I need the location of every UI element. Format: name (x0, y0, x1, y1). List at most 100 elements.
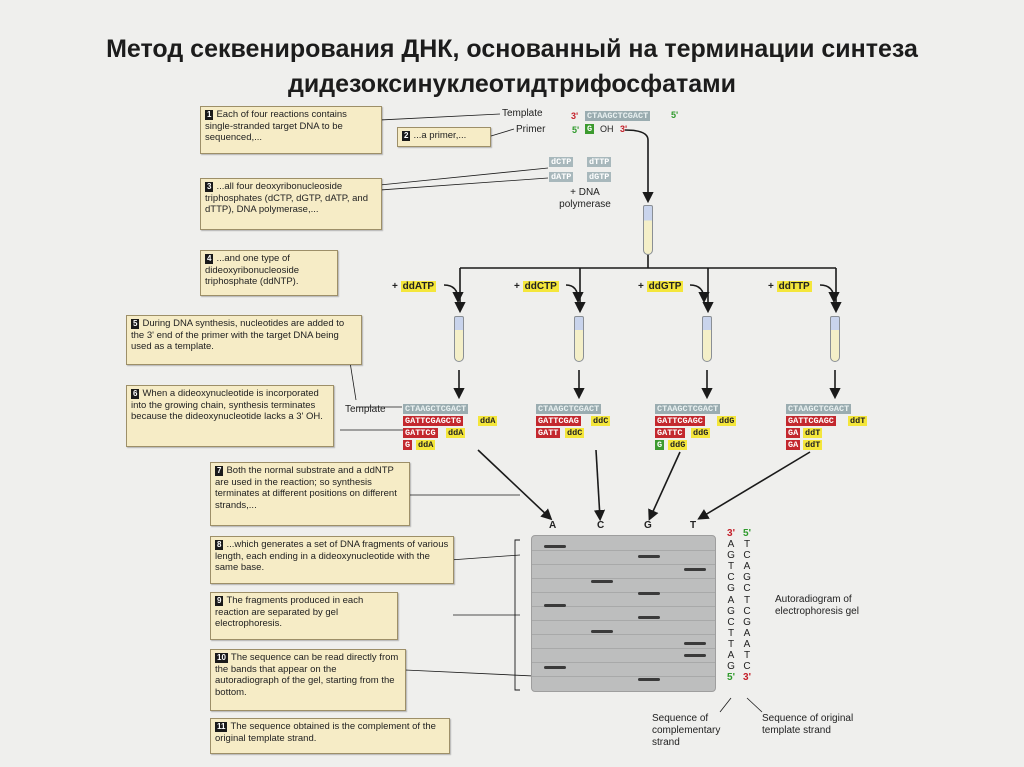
reaction-tube-c (574, 316, 584, 362)
step-number: 7 (215, 466, 224, 476)
datp-label: dATP (549, 172, 574, 182)
step-number: 4 (205, 254, 214, 264)
gel-band (544, 604, 566, 607)
ddgtp-text: ddGTP (646, 281, 684, 292)
autoradiogram-caption: Autoradiogram of electrophoresis gel (775, 594, 859, 617)
gel-lane-line (532, 606, 715, 607)
lane-label-t: T (690, 520, 697, 531)
step-box-3: 3...all four deoxyribonucleoside triphos… (200, 178, 382, 230)
dctp-label: dCTP (549, 157, 574, 167)
autoradiogram-gel (531, 535, 716, 692)
sequence-base: G (743, 572, 751, 584)
ddttp-plus: + (768, 281, 774, 292)
product-template-strand: CTAAGCTCGACT (655, 404, 721, 414)
step-number: 5 (131, 319, 140, 329)
product-terminator: ddA (446, 428, 466, 438)
step-number: 8 (215, 540, 224, 550)
primer-sequence: G (585, 124, 595, 134)
product-strand: GATTCGAGCTG (403, 416, 464, 426)
sequence-base: T (727, 627, 735, 639)
gel-band (591, 580, 613, 583)
sequence-base: 5' (727, 672, 735, 684)
product-strand: GA (786, 440, 801, 450)
step-number: 3 (205, 182, 214, 192)
sequence-base: C (727, 572, 735, 584)
template-3-prime: 3' (571, 111, 579, 121)
step-text: Each of four reactions contains single-s… (205, 109, 347, 143)
product-template-strand: CTAAGCTCGACT (786, 404, 852, 414)
sequence-base: 5' (743, 528, 751, 539)
product-terminator: ddT (848, 416, 868, 426)
reaction-tube-a (454, 316, 464, 362)
step-number: 11 (215, 722, 228, 732)
sequence-base: C (743, 661, 751, 673)
primer-5-prime: 5' (572, 125, 580, 135)
title-line-1: Метод секвенирования ДНК, основанный на … (106, 35, 918, 63)
gel-band (684, 568, 706, 571)
master-reaction-tube (643, 205, 653, 255)
sequence-base: T (743, 594, 751, 606)
step-box-8: 8...which generates a set of DNA fragmen… (210, 536, 454, 584)
sequence-base: G (727, 605, 735, 617)
sequence-base: A (727, 539, 735, 551)
primer-label: Primer (516, 124, 546, 135)
primer-oh: OH (600, 124, 614, 134)
step-number: 2 (402, 131, 411, 141)
ddttp-text: ddTTP (776, 281, 812, 292)
product-terminator: ddT (803, 440, 823, 450)
product-terminator: ddA (478, 416, 498, 426)
step-number: 10 (215, 653, 228, 663)
product-strand: GA (786, 428, 801, 438)
gel-band (638, 616, 660, 619)
product-template-strand: CTAAGCTCGACT (403, 404, 469, 414)
lane-label-c: C (597, 520, 605, 531)
reaction-tube-t (830, 316, 840, 362)
gel-lane-line (532, 578, 715, 579)
step-text: The sequence can be read directly from t… (215, 652, 399, 698)
sequence-base: A (743, 638, 751, 650)
original-strand-caption: Sequence of original template strand (762, 713, 854, 736)
title-line-2: дидезоксинуклеотидтрифосфатами (287, 70, 736, 98)
product-strand: GATTC (655, 428, 685, 438)
gel-lane-line (532, 676, 715, 677)
ddgtp-plus: + (638, 281, 644, 292)
ddatp-text: ddATP (400, 281, 437, 292)
product-strand: GATTCGAG (536, 416, 581, 426)
gel-band (684, 654, 706, 657)
sequence-base: G (727, 661, 735, 673)
product-terminator: ddC (591, 416, 611, 426)
product-terminator: ddG (668, 440, 688, 450)
ddctp-label: + ddCTP (514, 281, 559, 292)
step-text: During DNA synthesis, nucleotides are ad… (131, 318, 345, 352)
gel-lane-line (532, 564, 715, 565)
product-strand: GATTCGAGC (786, 416, 836, 426)
product-terminator: ddC (565, 428, 585, 438)
sequence-base: 3' (743, 672, 751, 684)
ddatp-label: + ddATP (392, 281, 437, 292)
products-template-label: Template (345, 404, 386, 415)
gel-band (638, 555, 660, 558)
step-text: ...which generates a set of DNA fragment… (215, 539, 449, 573)
gel-band (544, 545, 566, 548)
template-5-prime: 5' (671, 110, 679, 120)
gel-lane-line (532, 550, 715, 551)
sequence-base: T (727, 638, 735, 650)
step-number: 6 (131, 389, 140, 399)
dna-polymerase-label: + DNA polymerase (559, 187, 611, 210)
sequence-base: T (743, 539, 751, 551)
sequence-base: A (727, 650, 735, 662)
step-text: ...and one type of dideoxyribonucleoside… (205, 253, 300, 287)
sequence-base: 3' (727, 528, 735, 539)
gel-band (684, 642, 706, 645)
sequence-base: A (727, 594, 735, 606)
template-sequence: CTAAGCTCGACT (585, 111, 651, 121)
